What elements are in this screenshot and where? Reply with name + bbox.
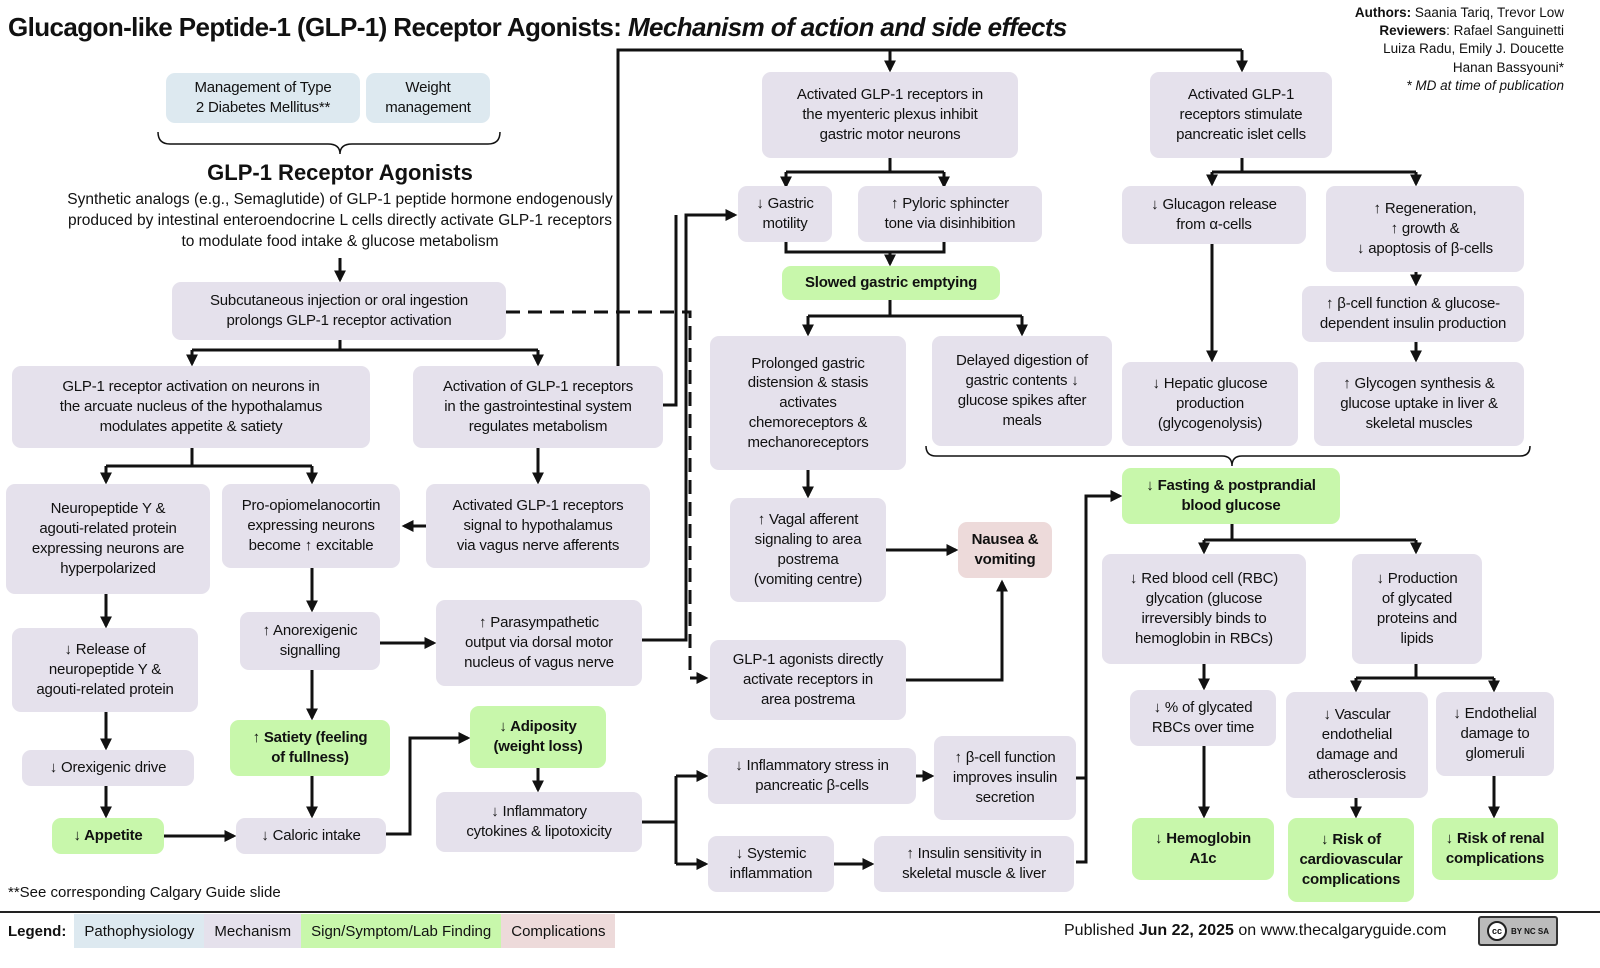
box-glycogen-synthesis: ↑ Glycogen synthesis & glucose uptake in… <box>1314 362 1524 446</box>
legend-label: Legend: <box>8 922 67 940</box>
box-gastric-distension: Prolonged gastric distension & stasis ac… <box>710 336 906 470</box>
authors-names: Saania Tariq, Trevor Low <box>1411 5 1564 20</box>
legend-pathophysiology: Pathophysiology <box>74 914 205 948</box>
box-inflammatory-stress: ↓ Inflammatory stress in pancreatic β-ce… <box>708 748 916 804</box>
legend: Legend: Pathophysiology Mechanism Sign/S… <box>0 914 616 948</box>
reviewers-line: Luiza Radu, Emily J. Doucette <box>1383 41 1564 57</box>
box-beta-cell-insulin: ↑ β-cell function improves insulin secre… <box>934 736 1076 820</box>
legend-mechanism: Mechanism <box>204 914 302 948</box>
box-anorexigenic: ↑ Anorexigenic signalling <box>240 612 380 670</box>
box-parasympathetic: ↑ Parasympathetic output via dorsal moto… <box>436 600 642 686</box>
title-subtitle: Mechanism of action and side effects <box>627 12 1067 42</box>
box-arcuate-nucleus: GLP-1 receptor activation on neurons in … <box>12 366 370 448</box>
published-site: on www.thecalgaryguide.com <box>1233 922 1447 939</box>
brace <box>157 131 501 155</box>
box-glycated-rbcs: ↓ % of glycated RBCs over time <box>1130 690 1276 746</box>
box-rbc-glycation: ↓ Red blood cell (RBC) glycation (glucos… <box>1102 554 1306 664</box>
footer-divider <box>0 911 1600 913</box>
box-nausea-vomiting: Nausea & vomiting <box>958 522 1052 578</box>
box-endothelial-damage: ↓ Endothelial damage to glomeruli <box>1436 692 1554 776</box>
box-weight-management: Weight management <box>366 73 490 123</box>
box-gastric-motility: ↓ Gastric motility <box>738 186 832 242</box>
box-insulin-sensitivity: ↑ Insulin sensitivity in skeletal muscle… <box>874 836 1074 892</box>
box-pomc-neurons: Pro-opiomelanocortin expressing neurons … <box>222 484 400 568</box>
reviewers-label: Reviewers <box>1379 23 1447 39</box>
box-t2dm-management: Management of Type 2 Diabetes Mellitus** <box>166 73 360 123</box>
box-hba1c: ↓ Hemoglobin A1c <box>1132 818 1274 880</box>
box-area-postrema: GLP-1 agonists directly activate recepto… <box>710 640 906 720</box>
legend-sign-symptom: Sign/Symptom/Lab Finding <box>301 914 502 948</box>
box-adiposity: ↓ Adiposity (weight loss) <box>470 706 606 768</box>
license-terms: BY NC SA <box>1510 926 1550 936</box>
authors-block: Authors: Saania Tariq, Trevor Low Review… <box>1355 4 1564 95</box>
box-pyloric-sphincter: ↑ Pyloric sphincter tone via disinhibiti… <box>858 186 1042 242</box>
box-glycated-proteins: ↓ Production of glycated proteins and li… <box>1352 554 1482 664</box>
box-satiety: ↑ Satiety (feeling of fullness) <box>230 720 390 776</box>
legend-complications: Complications <box>501 914 616 948</box>
box-systemic-inflammation: ↓ Systemic inflammation <box>708 836 834 892</box>
box-myenteric-plexus: Activated GLP-1 receptors in the myenter… <box>762 72 1018 158</box>
footnote: **See corresponding Calgary Guide slide <box>8 884 281 901</box>
box-orexigenic-drive: ↓ Orexigenic drive <box>22 750 194 786</box>
brace <box>925 445 1531 467</box>
box-pancreatic-islet: Activated GLP-1 receptors stimulate panc… <box>1150 72 1332 158</box>
box-appetite: ↓ Appetite <box>52 818 164 854</box>
title-main: Glucagon-like Peptide-1 (GLP-1) Receptor… <box>8 12 628 42</box>
box-caloric-intake: ↓ Caloric intake <box>236 818 386 854</box>
published-line: Published Jun 22, 2025 on www.thecalgary… <box>1064 922 1446 940</box>
box-renal-risk: ↓ Risk of renal complications <box>1432 818 1558 880</box>
box-npy-neurons: Neuropeptide Y & agouti-related protein … <box>6 484 210 594</box>
box-hepatic-glucose: ↓ Hepatic glucose production (glycogenol… <box>1122 362 1298 446</box>
box-vascular-damage: ↓ Vascular endothelial damage and athero… <box>1286 692 1428 798</box>
box-vagal-afferent: ↑ Vagal afferent signaling to area postr… <box>730 498 886 602</box>
box-release-npy: ↓ Release of neuropeptide Y & agouti-rel… <box>12 628 198 712</box>
reviewers-names: : Rafael Sanguinetti <box>1446 23 1564 39</box>
authors-label: Authors: <box>1354 5 1412 20</box>
box-gi-activation: Activation of GLP-1 receptors in the gas… <box>413 366 663 448</box>
box-glucagon-release: ↓ Glucagon release from α-cells <box>1122 186 1306 244</box>
box-subcutaneous-injection: Subcutaneous injection or oral ingestion… <box>172 282 506 340</box>
box-cardiovascular-risk: ↓ Risk of cardiovascular complications <box>1288 818 1414 902</box>
box-fasting-glucose: ↓ Fasting & postprandial blood glucose <box>1122 468 1340 524</box>
box-beta-function: ↑ β-cell function & glucose- dependent i… <box>1302 286 1524 342</box>
box-slowed-gastric-emptying: Slowed gastric emptying <box>782 266 1000 300</box>
published-prefix: Published <box>1064 922 1139 939</box>
box-vagus-afferents: Activated GLP-1 receptors signal to hypo… <box>426 484 650 568</box>
reviewers-line: Hanan Bassyouni* <box>1452 59 1564 75</box>
box-beta-regeneration: ↑ Regeneration, ↑ growth & ↓ apoptosis o… <box>1326 186 1524 272</box>
published-date: Jun 22, 2025 <box>1138 922 1234 939</box>
box-delayed-digestion: Delayed digestion of gastric contents ↓ … <box>932 336 1112 446</box>
box-inflammatory-cytokines: ↓ Inflammatory cytokines & lipotoxicity <box>436 792 642 852</box>
page-title: Glucagon-like Peptide-1 (GLP-1) Receptor… <box>8 12 1067 43</box>
md-note: * MD at time of publication <box>1406 77 1564 93</box>
agonist-heading: GLP-1 Receptor Agonists <box>207 160 473 185</box>
cc-icon: cc <box>1486 921 1507 941</box>
agonist-description: Synthetic analogs (e.g., Semaglutide) of… <box>67 191 613 250</box>
